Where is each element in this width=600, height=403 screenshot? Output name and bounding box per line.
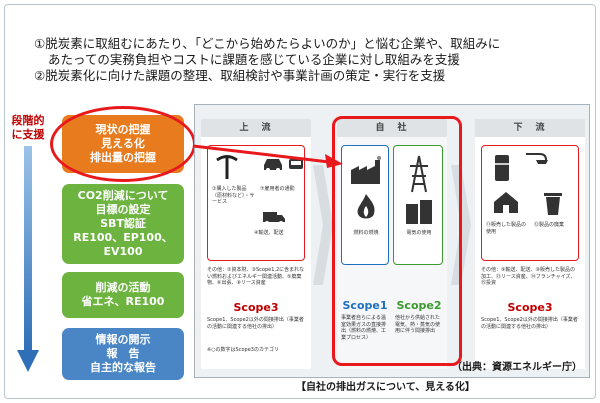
step2-line2: 目標の設定 [95,203,151,216]
downstream-items-box: ⑪販売した製品の使用 ⑫製品の廃棄 [481,145,579,261]
downstream-column: 下 流 ⑪販売した製品の使用 ⑫製品の廃棄 その他：⑨輸送、配送、⑩販売した製品… [475,119,585,369]
intro-text: ①脱炭素に取組むにあたり、「どこから始めたらよいのか」と悩む企業や、取組みに あ… [34,36,594,84]
upstream-item-purchased: ①購入した製品（原材料など）・サービス [212,186,255,205]
upstream-footnote: ※○の数字はScope3のカテゴリ [207,347,279,353]
car-icon [264,159,282,172]
step4-line2: 報 告 [106,347,140,360]
intro-line-2: あたっての実務負担やコストに課題を感じている企業に対し取組みを支援 [48,52,460,67]
step2-line4: RE100、EP100、 [73,231,173,244]
stage-label-line-2: に支援 [11,128,45,141]
step4-line1: 情報の開示 [95,333,151,346]
fridge-icon [495,155,509,181]
shower-icon [526,153,548,164]
scope1-title: Scope1 [342,299,388,312]
downstream-scope-note: Scope1、Scope2以外の間接排出（事業者の活動に関連する他社の排出） [481,317,578,330]
scope1-box: 燃料の燃焼 [341,145,389,265]
train-icon [289,159,303,169]
downstream-item-disposal: ⑫製品の廃棄 [534,222,565,228]
red-arrow-icon [193,144,343,168]
intro-line-1: ①脱炭素に取組むにあたり、「どこから始めたらよいのか」と悩む企業や、取組みに [34,36,501,51]
downstream-other: その他：⑨輸送、配送、⑩販売した製品の加工、⑬リース資産、⑭フランチャイズ、⑮投… [481,267,576,286]
downstream-header: 下 流 [475,119,585,137]
step-target-setting: CO2削減について 目標の設定 SBT認証 RE100、EP100、 EV100 [62,184,184,264]
scope2-box: 電気の使用 [393,145,443,265]
upstream-item-commute: ⑦雇用者の通勤 [260,186,295,192]
step-reduction: 削減の活動 省エネ、RE100 [62,272,184,318]
scope-diagram: 上 流 ①購入した製品（原材料など）・サービス ⑦雇用者の通勤 ④輸送、配送 そ… [194,104,590,378]
company-highlight-box [332,116,462,366]
source-note: （出典：資源エネルギー庁） [452,362,582,373]
step2-line3: SBT認証 [100,217,146,230]
scope1-note: 事業者自らによる温室効果ガスの直接排出（燃料の燃焼、工業プロセス） [341,315,387,341]
upstream-column: 上 流 ①購入した製品（原材料など）・サービス ⑦雇用者の通勤 ④輸送、配送 そ… [201,119,311,369]
step4-line3: 自主的な報告 [90,361,156,374]
upstream-item-transport: ④輸送、配送 [254,230,284,236]
flame-icon [357,194,375,219]
upstream-scope3: Scope3 [233,301,279,314]
trash-can-icon [544,193,562,215]
upstream-items-box: ①購入した製品（原材料など）・サービス ⑦雇用者の通勤 ④輸送、配送 [207,145,305,261]
stage-label-line-1: 段階的 [11,114,45,127]
step2-line1: CO2削減について [77,189,169,202]
truck-icon [263,212,285,225]
company-header: 自 社 [337,119,447,137]
highlight-ellipse [50,106,196,182]
chevron-right-icon [313,165,333,285]
upstream-header: 上 流 [201,119,311,137]
factory-icon [351,156,381,184]
building-icon [406,200,432,224]
step3-line2: 省エネ、RE100 [81,295,165,308]
company-column: 自 社 燃料の燃焼 電気の使用 Scope1 Scope2 事業者自らによる温室… [337,119,447,369]
upstream-scope-note: Scope1、Scope2以外の間接排出（事業者の活動に関連する他社の排出） [207,317,304,330]
pickaxe-icon [216,155,238,179]
down-arrow-icon [17,146,39,372]
house-icon [494,192,518,213]
scope1-label: 燃料の燃焼 [353,230,379,236]
scope2-label: 電気の使用 [406,230,432,236]
step2-line5: EV100 [103,245,143,258]
step3-line1: 削減の活動 [95,281,151,294]
scope2-title: Scope2 [396,299,442,312]
stage-label: 段階的 に支援 [10,114,46,142]
downstream-scope3: Scope3 [507,301,553,314]
scope2-note: 他社から供給された電気、熱・蒸気の使用に伴う間接排出 [395,315,441,334]
upstream-other: その他：②資本財、③Scope1,2に含まれない燃料およびエネルギー関連活動、⑤… [207,267,305,286]
intro-line-3: ②脱炭素化に向けた課題の整理、取組検討や事業計画の策定・実行を支援 [34,68,446,83]
power-tower-icon [410,155,428,193]
step-disclosure: 情報の開示 報 告 自主的な報告 [62,328,184,380]
downstream-item-use: ⑪販売した製品の使用 [486,222,527,235]
figure-caption: 【自社の排出ガスについて、見える化】 [296,382,475,393]
